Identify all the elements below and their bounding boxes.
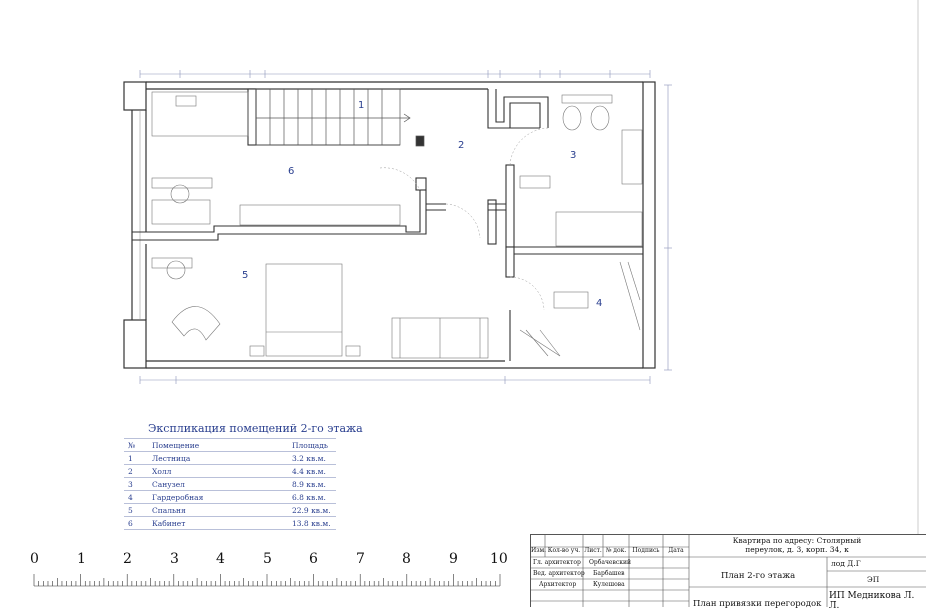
ruler-label: 4 (216, 551, 225, 567)
room-num: 6 (124, 516, 148, 530)
furniture (151, 91, 643, 359)
stamp-role: Гл. архитектор (533, 559, 581, 566)
room-label-5: 5 (242, 270, 248, 281)
room-name: Кабинет (148, 516, 288, 530)
room-area: 6.8 кв.м. (288, 490, 336, 504)
stamp-header: Лист. (584, 547, 602, 554)
company-name: ИП Медникова Л. Л. (829, 591, 915, 611)
room-label-3: 3 (570, 150, 576, 161)
room-name: Гардеробная (148, 490, 288, 504)
sheet-title-2: План привязки перегородок (693, 599, 822, 609)
room-num: 2 (124, 464, 148, 478)
stamp-code-top: лод Д.Г (831, 559, 861, 568)
ruler-label: 3 (170, 551, 179, 567)
room-name: Холл (148, 464, 288, 478)
room-area: 22.9 кв.м. (288, 503, 336, 517)
stamp-header-row: Изм. Кол-во уч. Лист. № док. Подпись Дат… (531, 547, 689, 557)
stamp-role: Архитектор (539, 581, 577, 588)
room-name: Лестница (148, 451, 288, 465)
stamp-code: ЭП (867, 575, 880, 584)
ruler-label: 9 (449, 551, 458, 567)
stamp-person: Орбачевский (589, 559, 631, 566)
room-label-1: 1 (358, 100, 364, 111)
ruler-label: 7 (356, 551, 365, 567)
door-swings (379, 127, 549, 311)
explication-header-row: № Помещение Площадь (124, 438, 336, 452)
ruler-label: 8 (402, 551, 411, 567)
room-labels: 1 2 3 4 5 6 (242, 100, 602, 309)
room-num: 4 (124, 490, 148, 504)
sheet-title: План 2-го этажа (721, 571, 796, 581)
room-label-2: 2 (458, 140, 464, 151)
room-area: 3.2 кв.м. (288, 451, 336, 465)
title-block-grid (531, 535, 926, 607)
project-address: Квартира по адресу: Столярный переулок, … (732, 536, 862, 554)
stamp-header: Кол-во уч. (547, 547, 581, 554)
room-area: 13.8 кв.м. (288, 516, 336, 530)
outer-walls (123, 81, 656, 369)
stamp-header: Подпись (632, 547, 660, 554)
stamp-header: Дата (668, 547, 684, 554)
room-name: Санузел (148, 477, 288, 491)
ruler-label: 5 (263, 551, 272, 567)
room-label-6: 6 (288, 166, 294, 177)
explication-title: Экспликация помещений 2-го этажа (148, 422, 363, 435)
room-area: 8.9 кв.м. (288, 477, 336, 491)
stamp-header: № док. (605, 547, 627, 554)
room-name: Спальня (148, 503, 288, 517)
top-dimension-chain (139, 70, 672, 384)
room-area: 4.4 кв.м. (288, 464, 336, 478)
stamp-role: Вед. архитектор (533, 570, 585, 577)
room-num: 1 (124, 451, 148, 465)
room-num: 5 (124, 503, 148, 517)
room-num: 3 (124, 477, 148, 491)
stamp-person: Кулешова (593, 581, 625, 588)
staircase (255, 88, 425, 147)
col-num-header: № (124, 438, 148, 452)
ruler-label: 0 (30, 551, 39, 567)
ruler-label: 1 (77, 551, 86, 567)
stamp-person: Барбашев (593, 570, 625, 577)
ruler-label: 6 (309, 551, 318, 567)
title-block: Изм. Кол-во уч. Лист. № док. Подпись Дат… (530, 534, 926, 611)
col-room-header: Помещение (148, 438, 288, 452)
scale-ruler (33, 574, 501, 587)
col-area-header: Площадь (288, 438, 336, 452)
ruler-label: 10 (490, 551, 508, 567)
room-label-4: 4 (596, 298, 602, 309)
ruler-label: 2 (123, 551, 132, 567)
stamp-header: Изм. (531, 547, 547, 554)
